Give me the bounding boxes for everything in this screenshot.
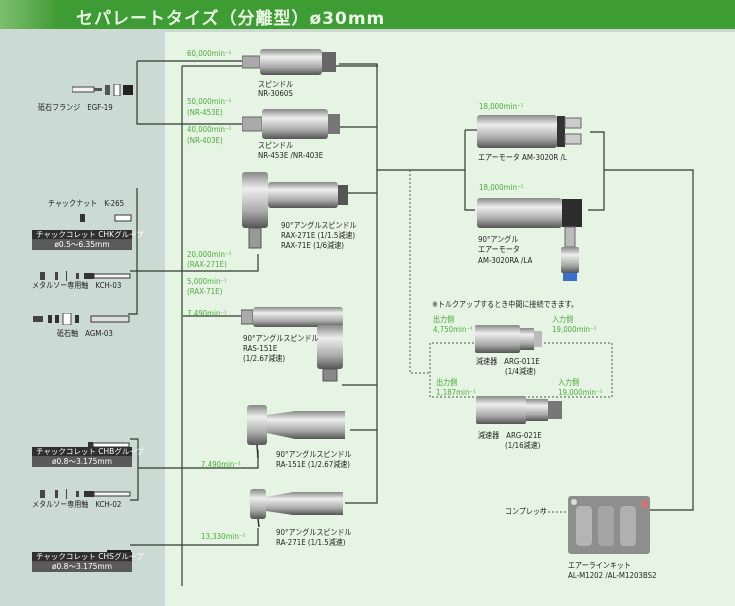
ra271e-image [248, 487, 348, 528]
kch02-image [40, 484, 132, 499]
line-chs-to-ra271e [130, 528, 259, 546]
motor2-name-line2: エアーモータ [478, 245, 520, 254]
line-chb-column [130, 438, 139, 501]
chuck-nut-image [80, 208, 136, 222]
nr453e-image [241, 107, 342, 141]
chs-collet-image [107, 541, 131, 556]
nr3060s-model: NR-3060S [258, 89, 293, 98]
header-swatch [0, 0, 58, 29]
ra151e-name: 90°アングルスピンドル [276, 450, 352, 459]
ra271e-speed: 13,330min⁻¹ [201, 532, 246, 541]
motor2-speed: 18,000min⁻¹ [479, 183, 524, 192]
air-line-kit-image [568, 496, 650, 556]
collet-chs-box: チャックコレット CHSグループ ø0.8～3.175mm [32, 552, 144, 572]
kch03-image [40, 266, 132, 281]
rax271e-speed-note: (RAX-271E) [187, 260, 227, 269]
collet-chb-range: ø0.8～3.175mm [32, 457, 132, 467]
agm03-image [33, 310, 131, 326]
reducer-note: ※トルクアップするとき中間に接続できます。 [432, 300, 578, 309]
nr453e-speed: 50,000min⁻¹ [187, 97, 232, 106]
compressor-label: コンプレッサ [505, 507, 548, 516]
reducer2-ratio: (1/16減速) [505, 441, 541, 450]
reducer2-image [476, 394, 566, 426]
ra151e-speed: 7,490min⁻¹ [201, 460, 241, 469]
flange-image [71, 81, 138, 97]
ras151e-model: RAS-151E [243, 344, 278, 353]
ras151e-ratio: (1/2.67減速) [243, 354, 286, 363]
line-right-bus [339, 63, 378, 504]
nr453e-model: NR-453E /NR-403E [258, 151, 324, 160]
line-motor-loop-right [588, 131, 605, 211]
air-line-kit-model: AL-M1202 /AL-M1203BS2 [568, 571, 657, 580]
collet-chk-range: ø0.5～6.35mm [32, 240, 132, 250]
air-line-kit-name: エアーラインキット [568, 561, 631, 570]
page-header: セパレートタイズ（分離型）ø30mm [0, 0, 735, 29]
nr403e-speed: 40,000min⁻¹ [187, 125, 232, 134]
reducer2-model: 減速器 ARG-021E [478, 431, 542, 440]
accessories-panel [0, 32, 165, 606]
ras151e-speed: 7,490min⁻¹ [187, 309, 227, 318]
collet-chk-box: チャックコレット CHKグループ ø0.5～6.35mm [32, 230, 144, 250]
rax71e-model: RAX-71E (1/6減速) [281, 241, 344, 250]
nr403e-speed-note: (NR-403E) [187, 136, 223, 145]
reducer1-in-speed: 19,000min⁻¹ [552, 325, 597, 334]
nr453e-speed-note: (NR-453E) [187, 108, 223, 117]
ras151e-image [240, 305, 351, 385]
reducer1-out-speed: 4,750min⁻¹ [433, 325, 473, 334]
line-kch03-to-rax [130, 254, 259, 272]
kch02-label: メタルソー専用軸 KCH-02 [32, 500, 122, 509]
rax271e-image [240, 170, 350, 252]
reducer2-in-label: 入力側 [558, 378, 580, 387]
chb-collet-image [88, 434, 130, 448]
motor1-name: エアーモータ AM-3020R /L [478, 153, 567, 162]
chuck-nut-label: チャックナット K-265 [48, 199, 125, 208]
header-shadow [0, 29, 735, 32]
nr3060s-speed: 60,000min⁻¹ [187, 49, 232, 58]
motor2-model: AM-3020RA /LA [478, 256, 533, 265]
collet-chs-range: ø0.8～3.175mm [32, 562, 132, 572]
kch03-label: メタルソー専用軸 KCH-03 [32, 281, 122, 290]
ra151e-model: RA-151E (1/2.67減速) [276, 460, 351, 469]
page-title: セパレートタイズ（分離型）ø30mm [76, 9, 386, 29]
ras151e-name: 90°アングルスピンドル [243, 334, 319, 343]
motor2-name-line1: 90°アングル [478, 235, 519, 244]
collet-chk-title: チャックコレット CHKグループ [32, 230, 144, 240]
rax271e-model: RAX-271E (1/1.5減速) [281, 231, 356, 240]
nr3060s-name: スピンドル [258, 80, 294, 89]
reducer1-image [475, 323, 545, 355]
ra151e-image [245, 403, 355, 459]
line-accessory-column [128, 188, 138, 315]
rax71e-speed-note: (RAX-71E) [187, 287, 223, 296]
reducer2-out-label: 出力側 [436, 378, 458, 387]
reducer1-in-label: 入力側 [552, 315, 574, 324]
line-reducer-dashed-box [429, 342, 613, 398]
line-flange-to-nr453e [136, 61, 250, 125]
rax71e-speed: 5,000min⁻¹ [187, 277, 227, 286]
agm03-label: 砥石軸 AGM-03 [57, 329, 113, 338]
reducer2-in-speed: 19,000min⁻¹ [558, 388, 603, 397]
collet-chs-title: チャックコレット CHSグループ [32, 552, 144, 562]
line-reducer-dashed-left [409, 170, 430, 374]
collet-chb-title: チャックコレット CHBグループ [32, 447, 144, 457]
ra271e-name: 90°アングルスピンドル [276, 528, 352, 537]
line-motor-to-airkit [604, 169, 694, 511]
ra271e-model: RA-271E (1/1.5減速) [276, 538, 346, 547]
motor2-image [477, 196, 585, 288]
motor1-speed: 18,000min⁻¹ [479, 102, 524, 111]
reducer2-out-speed: 1,187min⁻¹ [436, 388, 476, 397]
rax-name: 90°アングルスピンドル [281, 221, 357, 230]
rax271e-speed: 20,000min⁻¹ [187, 250, 232, 259]
nr3060s-image [241, 47, 342, 77]
reducer1-model: 減速器 ARG-011E [476, 357, 540, 366]
line-motor-loop-left [464, 130, 475, 211]
reducer1-out-label: 出力側 [433, 315, 455, 324]
nr453e-name: スピンドル [258, 141, 294, 150]
motor1-image [477, 113, 585, 150]
reducer1-ratio: (1/4減速) [505, 367, 536, 376]
flange-label: 砥石フランジ EGF-19 [38, 103, 113, 112]
collet-chb-box: チャックコレット CHBグループ ø0.8～3.175mm [32, 447, 144, 467]
